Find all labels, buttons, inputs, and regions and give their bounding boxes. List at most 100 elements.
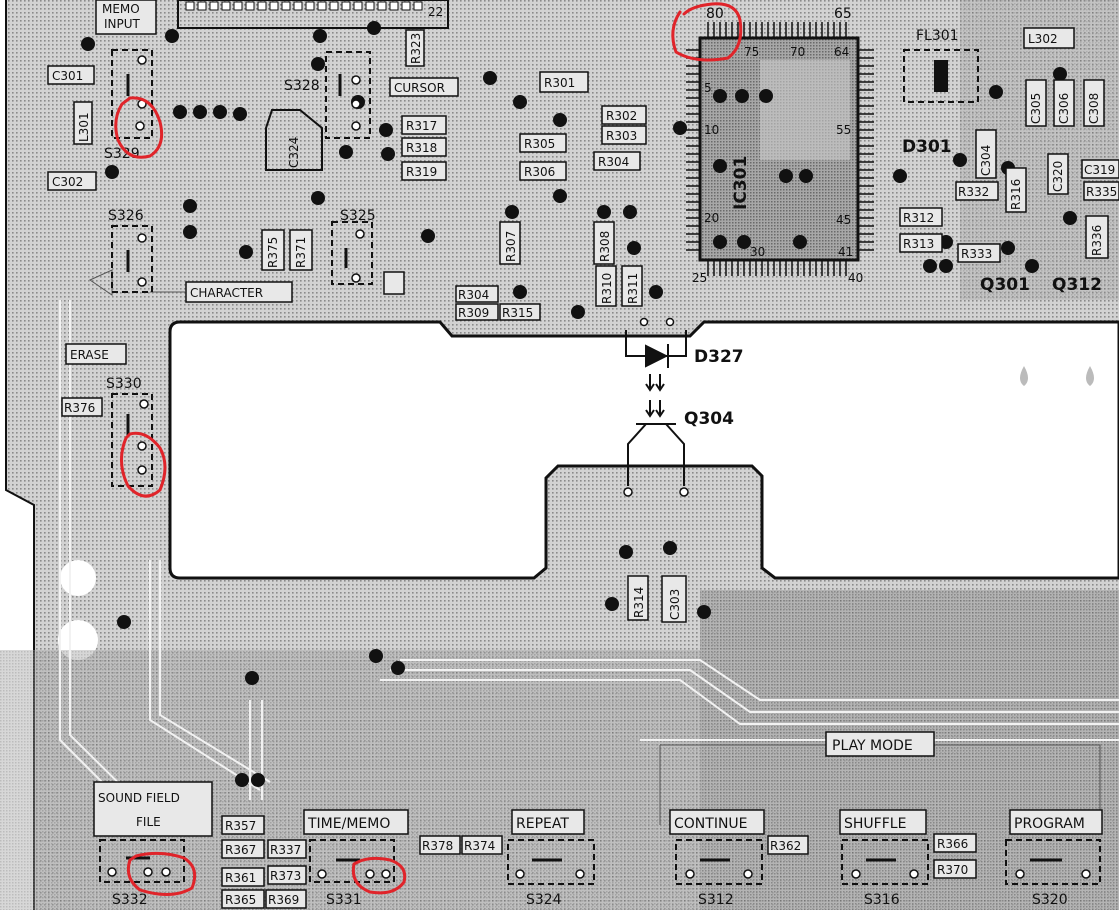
r371-label: R371 <box>294 237 308 268</box>
r302-label: R302 <box>606 109 637 123</box>
pin-10-label: 10 <box>704 123 719 137</box>
r316-label: R316 <box>1009 179 1023 210</box>
red-highlight-marks <box>114 2 743 896</box>
r313-label: R313 <box>903 237 934 251</box>
pin-5-label: 5 <box>704 81 712 95</box>
pin-65-label: 65 <box>834 6 852 22</box>
pin-70-label: 70 <box>790 45 805 59</box>
q312-label: Q312 <box>1052 275 1102 295</box>
r336-label: R336 <box>1090 225 1104 256</box>
r318-label: R318 <box>406 141 437 155</box>
r374-label: R374 <box>464 839 495 853</box>
sound-field-label-line2: FILE <box>136 815 161 829</box>
memo-input-label-line2: INPUT <box>104 17 141 31</box>
shuffle-label: SHUFFLE <box>844 816 906 832</box>
copper-pour-region <box>0 650 700 910</box>
red-circle-s330 <box>120 431 167 498</box>
pin-40-label: 40 <box>848 271 863 285</box>
q301-label: Q301 <box>980 275 1030 295</box>
c301-label: C301 <box>52 69 83 83</box>
d327-label: D327 <box>694 347 744 367</box>
s320-label: S320 <box>1032 892 1068 908</box>
fl301-outline <box>903 49 979 103</box>
r311-label: R311 <box>626 273 640 304</box>
r314-label: R314 <box>632 587 646 618</box>
r332-label: R332 <box>958 185 989 199</box>
d327-diode-symbol <box>625 330 687 392</box>
s316-label: S316 <box>864 892 900 908</box>
q304-label: Q304 <box>684 409 734 429</box>
connector-strip <box>177 0 449 29</box>
ic301-pins <box>686 22 874 276</box>
pin-75-label: 75 <box>744 45 759 59</box>
c324-outline <box>265 109 323 171</box>
c305-label: C305 <box>1029 93 1043 124</box>
c324-label: C324 <box>287 137 301 168</box>
play-mode-label: PLAY MODE <box>832 738 913 754</box>
s331-label: S331 <box>326 892 362 908</box>
ic301-label: IC301 <box>731 156 751 210</box>
l302-label: L302 <box>1028 32 1058 46</box>
pin-41-label: 41 <box>838 245 853 259</box>
r304-lower-label: R304 <box>458 288 489 302</box>
r366-label: R366 <box>937 837 968 851</box>
r369-label: R369 <box>268 893 299 907</box>
r307-label: R307 <box>504 231 518 262</box>
c303-label: C303 <box>668 589 682 620</box>
s332-label: S332 <box>112 892 148 908</box>
r370-label: R370 <box>937 863 968 877</box>
r312-label: R312 <box>903 211 934 225</box>
r367-label: R367 <box>225 843 256 857</box>
header-text: MEMO INPUT 22 80 65 75 70 64 5 10 20 30 … <box>102 2 863 285</box>
character-label: CHARACTER <box>190 286 263 300</box>
red-circle-s331 <box>351 856 407 895</box>
s312-label: S312 <box>698 892 734 908</box>
s330-label: S330 <box>106 376 142 392</box>
c304-label: C304 <box>979 145 993 176</box>
pin-22-label: 22 <box>428 5 443 19</box>
r315-label: R315 <box>502 306 533 320</box>
red-circle-ic301-corner <box>671 2 743 62</box>
r309-label: R309 <box>458 306 489 320</box>
solder-pads <box>81 21 1077 787</box>
pin-80-label: 80 <box>706 6 724 22</box>
s329-label: S329 <box>104 146 140 162</box>
r376-label: R376 <box>64 401 95 415</box>
erase-label: ERASE <box>70 348 109 362</box>
r305-label: R305 <box>524 137 555 151</box>
pin-20-label: 20 <box>704 211 719 225</box>
red-circle-s332 <box>126 851 197 896</box>
switch-contacts <box>107 55 1091 879</box>
fl301-label: FL301 <box>916 28 959 44</box>
r319-label: R319 <box>406 165 437 179</box>
s324-label: S324 <box>526 892 562 908</box>
red-circle-s329 <box>114 96 164 159</box>
l301-label: L301 <box>77 112 91 142</box>
r333-label: R333 <box>961 247 992 261</box>
cursor-label: CURSOR <box>394 81 445 95</box>
q304-phototransistor-symbol <box>627 400 685 486</box>
mounting-hole <box>60 560 96 596</box>
r337-label: R337 <box>270 843 301 857</box>
repeat-label: REPEAT <box>516 816 569 832</box>
r361-label: R361 <box>225 871 256 885</box>
r362-label: R362 <box>770 839 801 853</box>
r373-label: R373 <box>270 869 301 883</box>
r308-label: R308 <box>598 231 612 262</box>
r310-label: R310 <box>600 273 614 304</box>
c308-label: C308 <box>1087 93 1101 124</box>
pin-25-label: 25 <box>692 271 707 285</box>
d301-label: D301 <box>902 137 952 157</box>
component-labels: C301 L301 S329 C302 S328 C324 CURSOR R32… <box>52 28 1117 908</box>
pin-64-label: 64 <box>834 45 849 59</box>
r365-label: R365 <box>225 893 256 907</box>
c302-label: C302 <box>52 175 83 189</box>
r303-label: R303 <box>606 129 637 143</box>
label-boxes <box>47 0 1119 909</box>
r301-label: R301 <box>544 76 575 90</box>
time-memo-label: TIME/MEMO <box>307 816 390 832</box>
r375-label: R375 <box>266 237 280 268</box>
c306-label: C306 <box>1057 93 1071 124</box>
